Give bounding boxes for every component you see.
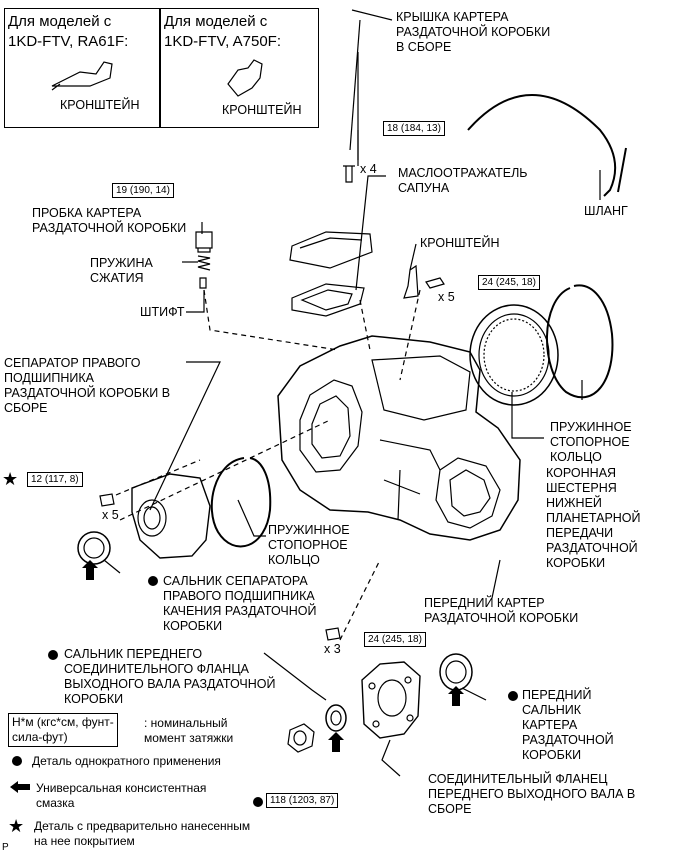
legend-non-reusable-dot bbox=[12, 756, 22, 766]
legend-precoated-star: ★ bbox=[8, 816, 25, 836]
plug-drawing bbox=[195, 231, 213, 253]
transfer-case-drawing bbox=[277, 335, 521, 541]
qty-cover-bolts: x 4 bbox=[360, 162, 377, 176]
inset-right-bracket-drawing bbox=[227, 59, 263, 97]
label-cover: КРЫШКА КАРТЕРА РАЗДАТОЧНОЙ КОРОБКИ В СБО… bbox=[396, 10, 551, 54]
qty-separator-bolts: x 5 bbox=[102, 508, 119, 522]
label-snap-ring-right: ПРУЖИННОЕ СТОПОРНОЕ КОЛЬЦО bbox=[550, 420, 632, 464]
page-marker: P bbox=[2, 842, 9, 853]
torque-nut: 118 (1203, 87) bbox=[266, 793, 339, 808]
pin-drawing bbox=[199, 277, 207, 289]
label-front-case: ПЕРЕДНИЙ КАРТЕР РАЗДАТОЧНОЙ КОРОБКИ bbox=[424, 596, 579, 625]
label-bracket: КРОНШТЕЙН bbox=[420, 236, 500, 250]
torque-case: 24 (245, 18) bbox=[364, 632, 426, 647]
inset-right-title: Для моделей с 1KD-FTV, A750F: bbox=[164, 13, 281, 50]
torque-bracket: 24 (245, 18) bbox=[478, 275, 540, 290]
inset-left-title: Для моделей с 1KD-FTV, RA61F: bbox=[8, 13, 129, 50]
legend-grease-arrow bbox=[10, 781, 30, 793]
torque-plug: 19 (190, 14) bbox=[112, 183, 174, 198]
label-breather: МАСЛООТРАЖАТЕЛЬ САПУНА bbox=[398, 166, 528, 195]
gasket-drawing bbox=[291, 283, 365, 317]
flange-drawing bbox=[361, 661, 421, 739]
label-front-seal: ПЕРЕДНИЙ САЛЬНИК КАРТЕРА РАЗДАТОЧНОЙ КОР… bbox=[522, 688, 614, 762]
inset-left-box bbox=[4, 8, 161, 128]
snap-ring-right-drawing bbox=[546, 284, 614, 399]
front-seal-drawing bbox=[439, 653, 473, 691]
grease-arrow-front-seal bbox=[448, 686, 464, 706]
label-spring: ПРУЖИНА СЖАТИЯ bbox=[90, 256, 153, 285]
inset-left-bracket-drawing bbox=[51, 61, 113, 91]
hose-drawing bbox=[467, 94, 627, 197]
label-flange-seal: САЛЬНИК ПЕРЕДНЕГО СОЕДИНИТЕЛЬНОГО ФЛАНЦА… bbox=[64, 647, 276, 706]
snap-ring-mid-drawing bbox=[210, 457, 272, 548]
label-separator: СЕПАРАТОР ПРАВОГО ПОДШИПНИКА РАЗДАТОЧНОЙ… bbox=[4, 356, 171, 415]
inset-right-box bbox=[159, 8, 319, 128]
legend-precoated: Деталь с предварительно нанесенным на не… bbox=[34, 819, 251, 848]
label-separator-seal: САЛЬНИК СЕПАРАТОРА ПРАВОГО ПОДШИПНИКА КА… bbox=[163, 574, 317, 633]
label-pin: ШТИФТ bbox=[140, 305, 185, 319]
grease-arrow-flange-seal bbox=[328, 732, 344, 752]
qty-bracket-bolts: x 5 bbox=[438, 290, 455, 304]
non-reusable-dot-nut bbox=[253, 797, 263, 807]
non-reusable-dot-flange-seal bbox=[48, 650, 58, 660]
bracket-drawing bbox=[403, 264, 419, 299]
flange-seal-drawing bbox=[325, 704, 347, 732]
legend-grease: Универсальная консистентная смазка bbox=[36, 781, 207, 810]
label-flange: СОЕДИНИТЕЛЬНЫЙ ФЛАНЕЦ ПЕРЕДНЕГО ВЫХОДНОГ… bbox=[428, 772, 636, 816]
non-reusable-dot-front-seal bbox=[508, 691, 518, 701]
inset-right-part-label: КРОНШТЕЙН bbox=[222, 103, 302, 117]
label-hose: ШЛАНГ bbox=[584, 204, 628, 218]
label-ring-gear: КОРОННАЯ ШЕСТЕРНЯ НИЖНЕЙ ПЛАНЕТАРНОЙ ПЕР… bbox=[546, 466, 641, 570]
ring-gear-drawing bbox=[469, 304, 559, 406]
legend-non-reusable: Деталь однократного применения bbox=[32, 754, 221, 768]
label-snap-ring-mid: ПРУЖИННОЕ СТОПОРНОЕ КОЛЬЦО bbox=[268, 523, 350, 567]
inset-left-part-label: КРОНШТЕЙН bbox=[60, 98, 140, 112]
qty-case-bolts: x 3 bbox=[324, 642, 341, 656]
spring-drawing bbox=[197, 255, 211, 271]
torque-cover: 18 (184, 13) bbox=[383, 121, 445, 136]
nut-drawing bbox=[287, 723, 315, 753]
separator-drawing bbox=[131, 473, 211, 559]
precoated-star-separator-bolt: ★ bbox=[2, 469, 19, 489]
legend-unit-desc: : номинальный момент затяжки bbox=[144, 716, 234, 745]
legend-unit-box: Н*м (кгс*см, фунт- сила-фут) bbox=[8, 713, 118, 747]
grease-arrow-separator-seal bbox=[82, 560, 98, 580]
cover-drawing bbox=[289, 231, 373, 269]
non-reusable-dot-separator-seal bbox=[148, 576, 158, 586]
torque-separator: 12 (117, 8) bbox=[27, 472, 83, 487]
label-plug: ПРОБКА КАРТЕРА РАЗДАТОЧНОЙ КОРОБКИ bbox=[32, 206, 187, 235]
separator-seal-drawing bbox=[77, 531, 111, 565]
